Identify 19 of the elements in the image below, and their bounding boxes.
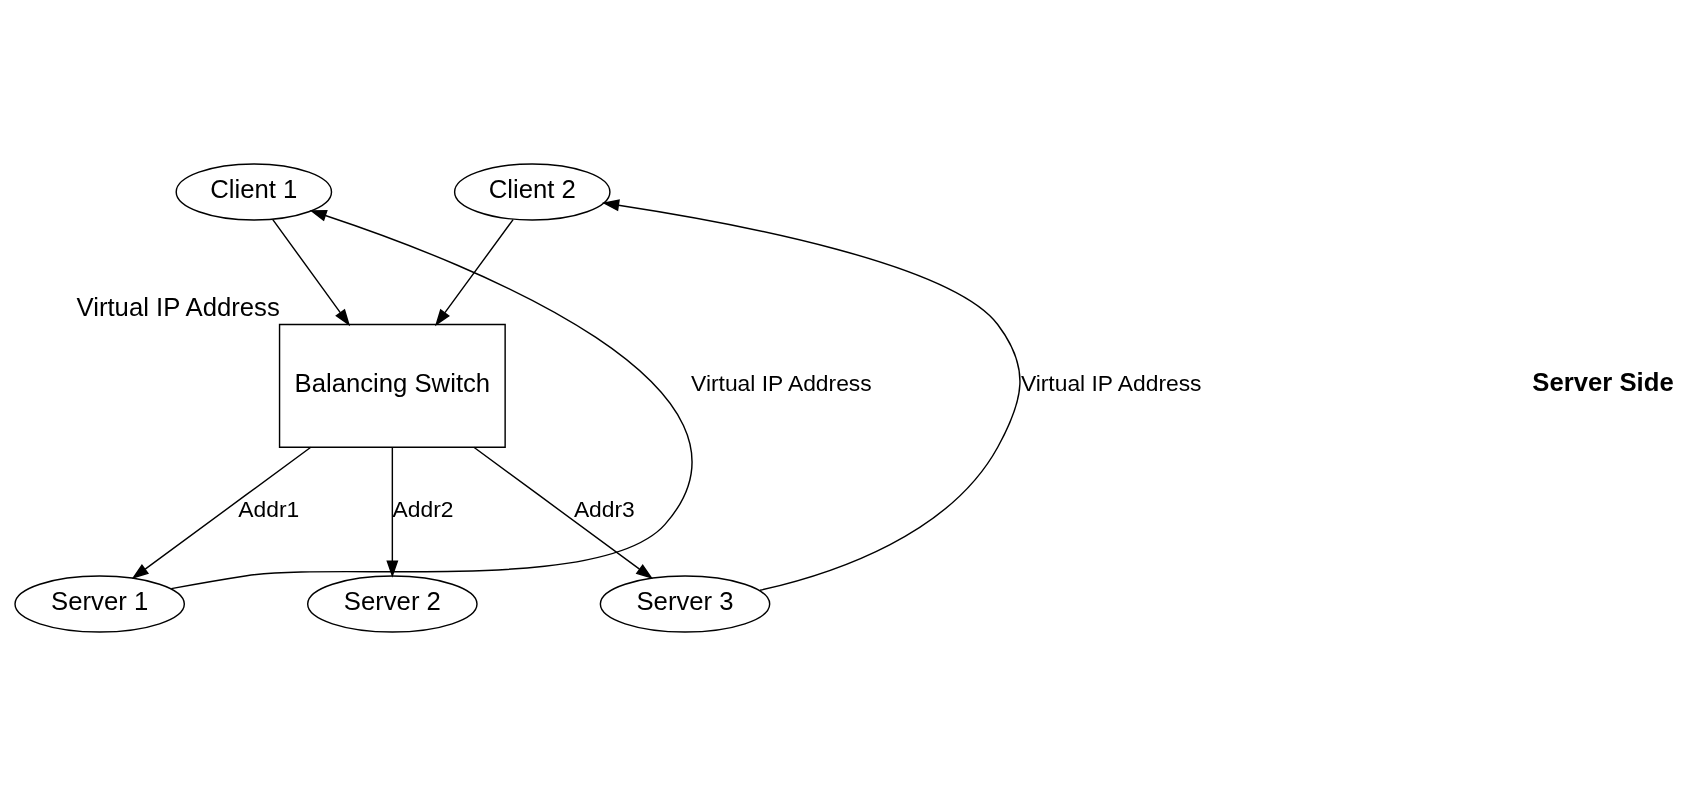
arrow <box>435 218 514 326</box>
arrow <box>602 198 1021 591</box>
arrow <box>473 446 654 579</box>
node-label: Virtual IP Address <box>76 292 280 321</box>
arrow <box>386 446 399 578</box>
node-ellipse: Server 3 <box>599 574 771 633</box>
arrow <box>272 218 351 326</box>
label: Server Side <box>1532 367 1674 396</box>
arrow <box>131 446 312 579</box>
node-ellipse: Client 2 <box>453 162 611 221</box>
edge-label: Virtual IP Address <box>691 369 872 396</box>
edge-label: Addr2 <box>392 495 454 522</box>
edge-label: Addr3 <box>573 495 635 522</box>
node-ellipse: Server 1 <box>14 574 186 633</box>
arrow <box>170 209 693 589</box>
edge-label: Addr1 <box>238 495 300 522</box>
node-box: Balancing Switch <box>278 323 506 448</box>
node-ellipse: Server 2 <box>306 574 478 633</box>
edge-label: Virtual IP Address <box>1020 369 1202 396</box>
